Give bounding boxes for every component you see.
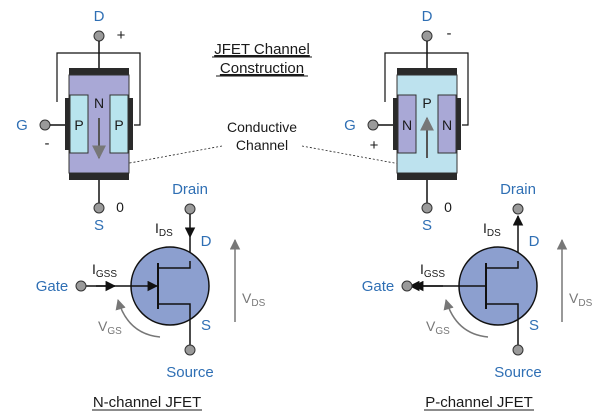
- p-gate-right-contact: [456, 98, 461, 150]
- p-symbol-drain-terminal: [512, 203, 524, 215]
- p-gate-right-letter: N: [442, 117, 452, 133]
- n-symbol-drain-terminal: [184, 203, 196, 215]
- n-d-letter: D: [201, 233, 212, 250]
- n-channel-caption: N-channel JFET: [93, 394, 201, 411]
- p-symbol-gate-terminal: [401, 280, 413, 292]
- p-igss-label: IGSS: [420, 261, 445, 280]
- p-drain-letter: D: [422, 8, 433, 25]
- p-vgs-label: VGS: [426, 318, 450, 337]
- p-gate-sign: +: [370, 137, 379, 154]
- title-line1: JFET Channel: [214, 41, 310, 58]
- n-top-contact: [69, 68, 129, 75]
- n-gate-right-region: [109, 94, 129, 154]
- p-symbol-source-terminal: [512, 344, 524, 356]
- n-channel-letter: N: [94, 95, 104, 111]
- n-drain-label: Drain: [172, 181, 208, 198]
- n-gate-letter: G: [16, 117, 28, 134]
- p-drain-terminal: [421, 30, 433, 42]
- p-ids-label: IDS: [483, 220, 501, 239]
- n-gate-right-letter: P: [114, 117, 123, 133]
- p-vds-label: VDS: [569, 290, 593, 309]
- n-gate-left-region: [69, 94, 89, 154]
- p-bottom-contact: [397, 173, 457, 180]
- p-source-connection: [486, 303, 519, 345]
- p-source-sign: 0: [444, 199, 452, 215]
- p-source-label: Source: [494, 364, 542, 381]
- n-source-label: Source: [166, 364, 214, 381]
- n-symbol-gate-terminal: [75, 280, 87, 292]
- n-s-letter: S: [201, 317, 211, 334]
- n-bottom-contact: [69, 173, 129, 180]
- p-s-letter: S: [529, 317, 539, 334]
- p-gate-wire: [384, 52, 469, 126]
- p-channel-symbol: Drain IDS D Gate IGSS S Source VDS VGS: [362, 181, 593, 381]
- p-drain-sign: -: [447, 25, 452, 42]
- n-gate-sign: -: [45, 135, 50, 152]
- n-vgs-label: VGS: [98, 318, 122, 337]
- p-gate-label: Gate: [362, 278, 395, 295]
- n-symbol-source-terminal: [184, 344, 196, 356]
- n-gate-label: Gate: [36, 278, 69, 295]
- n-gate-left-contact: [65, 98, 70, 150]
- p-source-letter: S: [422, 217, 432, 234]
- n-gate-right-contact: [128, 98, 133, 150]
- n-drain-letter: D: [94, 8, 105, 25]
- n-gate-left-letter: P: [74, 117, 83, 133]
- conductive-label-line2: Channel: [236, 137, 288, 153]
- p-d-letter: D: [529, 233, 540, 250]
- n-source-terminal: [93, 202, 105, 214]
- n-igss-label: IGSS: [92, 261, 117, 280]
- n-drain-sign: +: [117, 27, 126, 44]
- n-gate-wire: [56, 52, 141, 126]
- conductive-label-line1: Conductive: [227, 119, 297, 135]
- p-channel-construction: D - N N P S 0 G +: [344, 8, 469, 234]
- p-gate-left-region: [397, 94, 417, 154]
- p-drain-connection: [486, 261, 519, 269]
- n-source-connection: [158, 303, 191, 345]
- n-vds-label: VDS: [242, 290, 266, 309]
- p-source-terminal: [421, 202, 433, 214]
- p-top-contact: [397, 68, 457, 75]
- n-drain-terminal: [93, 30, 105, 42]
- n-gate-terminal: [39, 119, 51, 131]
- p-vgs-arrow: [443, 298, 489, 338]
- n-vgs-arrow: [115, 298, 161, 338]
- p-channel-caption: P-channel JFET: [425, 394, 533, 411]
- title-line2: Construction: [220, 60, 304, 77]
- n-drain-connection: [158, 261, 191, 269]
- p-gate-left-contact: [393, 98, 398, 150]
- p-channel-letter: P: [422, 95, 431, 111]
- p-gate-letter: G: [344, 117, 356, 134]
- p-gate-terminal: [367, 119, 379, 131]
- n-source-sign: 0: [116, 199, 124, 215]
- n-channel-symbol: Drain IDS D Gate IGSS S Source VDS VGS: [36, 181, 266, 381]
- p-gate-left-letter: N: [402, 117, 412, 133]
- p-gate-right-region: [437, 94, 457, 154]
- n-channel-construction: D + P P N S 0 G -: [16, 8, 141, 234]
- p-drain-label: Drain: [500, 181, 536, 198]
- n-ids-label: IDS: [155, 220, 173, 239]
- n-source-letter: S: [94, 217, 104, 234]
